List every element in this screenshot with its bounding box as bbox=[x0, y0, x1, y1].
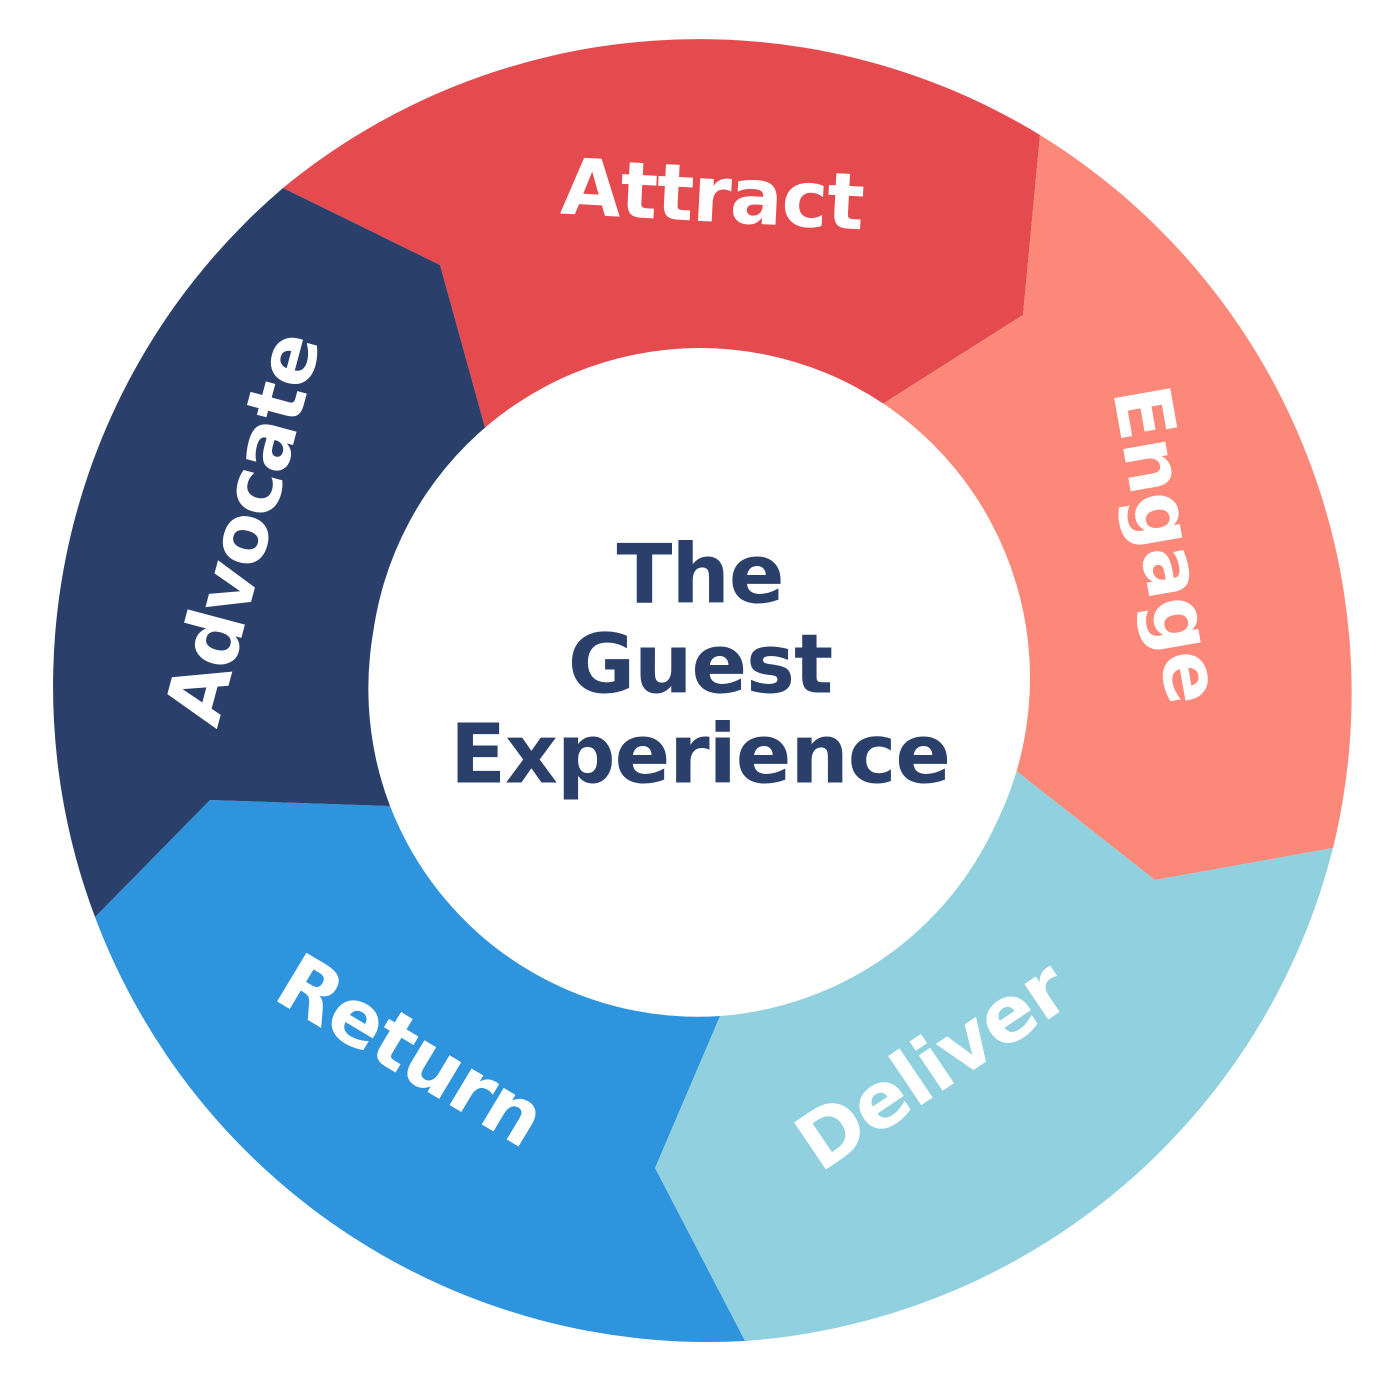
center-title-line-1: The bbox=[617, 527, 784, 622]
segment-engage bbox=[873, 135, 1352, 880]
segment-return bbox=[95, 800, 745, 1343]
segment-label-attract: Attract bbox=[559, 143, 866, 249]
center-title-line-3: Experience bbox=[450, 707, 950, 802]
segment-advocate bbox=[53, 188, 487, 917]
segment-attract bbox=[283, 39, 1040, 436]
center-title-line-2: Guest bbox=[568, 617, 832, 712]
center-hub bbox=[370, 348, 1030, 1008]
segment-deliver bbox=[655, 770, 1333, 1341]
